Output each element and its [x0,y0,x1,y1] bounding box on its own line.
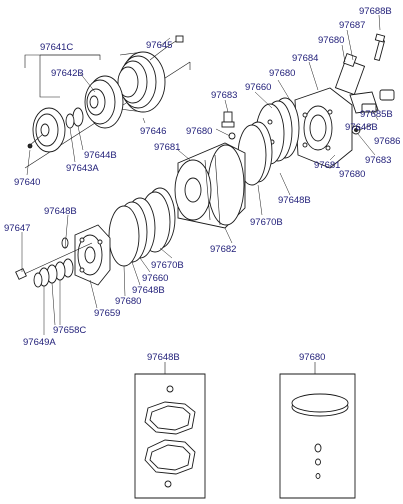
label-97648B-left[interactable]: 97648B [44,206,77,217]
plug-97683[interactable] [221,111,236,140]
shaft-seal-97658C[interactable] [38,258,74,287]
rear-head-97684[interactable] [294,87,353,169]
label-97680-b[interactable]: 97680 [269,68,295,79]
label-97642B[interactable]: 97642B [51,68,84,79]
cylinder-block-97682[interactable] [174,142,246,229]
through-bolt-97647[interactable] [15,242,93,280]
label-97648B-lower[interactable]: 97648B [132,285,165,296]
label-97658C[interactable]: 97658C [53,325,86,336]
label-97641C[interactable]: 97641C [40,42,73,53]
label-97643A[interactable]: 97643A [66,163,99,174]
label-97683-right[interactable]: 97683 [365,155,391,166]
label-97687[interactable]: 97687 [339,20,365,31]
label-97645[interactable]: 97645 [146,40,172,51]
pulley-97646[interactable] [117,51,166,113]
label-97680-top[interactable]: 97680 [318,35,344,46]
label-97640[interactable]: 97640 [14,177,40,188]
label-kit-97648B[interactable]: 97648B [147,352,180,363]
front-head-97659[interactable] [74,224,111,286]
label-97688B[interactable]: 97688B [359,6,392,17]
label-97681-left[interactable]: 97681 [154,142,180,153]
label-97680-d[interactable]: 97680 [339,169,365,180]
label-97648B-mid[interactable]: 97648B [278,195,311,206]
bolt-97688B[interactable] [373,33,386,61]
part-labels: 97641C 97645 97642B 97646 97644B 97643A … [4,6,400,363]
kit-box-97680[interactable] [279,362,356,499]
label-97646[interactable]: 97646 [140,126,166,137]
rotor-97642B[interactable] [84,75,124,129]
coil-wire-97645[interactable] [149,35,184,61]
switch-97686[interactable] [351,89,395,135]
label-97686[interactable]: 97686 [374,136,400,147]
label-97682[interactable]: 97682 [210,244,236,255]
valve-plate-97660[interactable] [255,97,300,165]
kit-box-97648B[interactable] [134,362,206,499]
label-97680-c[interactable]: 97680 [186,126,212,137]
valve-plate-97660-front[interactable] [108,197,156,267]
label-97647[interactable]: 97647 [4,223,30,234]
label-97660-top[interactable]: 97660 [245,82,271,93]
label-97644B[interactable]: 97644B [84,150,117,161]
label-97648B-right[interactable]: 97648B [345,122,378,133]
label-97684[interactable]: 97684 [292,53,318,64]
o-ring-97649A[interactable] [33,272,43,288]
label-97649A[interactable]: 97649A [23,337,56,348]
label-97680-e[interactable]: 97680 [115,296,141,307]
label-97685B[interactable]: 97685B [360,109,393,120]
label-97659[interactable]: 97659 [94,308,120,319]
label-97683-top[interactable]: 97683 [211,90,237,101]
label-97670B-left[interactable]: 97670B [151,260,184,271]
label-97670B-right[interactable]: 97670B [250,217,283,228]
leader-lines [21,14,381,335]
pressure-plate-97640[interactable] [27,107,66,153]
label-kit-97680[interactable]: 97680 [299,352,325,363]
label-97660-left[interactable]: 97660 [142,273,168,284]
snap-ring-97643A[interactable] [65,107,84,129]
label-97681-right[interactable]: 97681 [314,160,340,171]
